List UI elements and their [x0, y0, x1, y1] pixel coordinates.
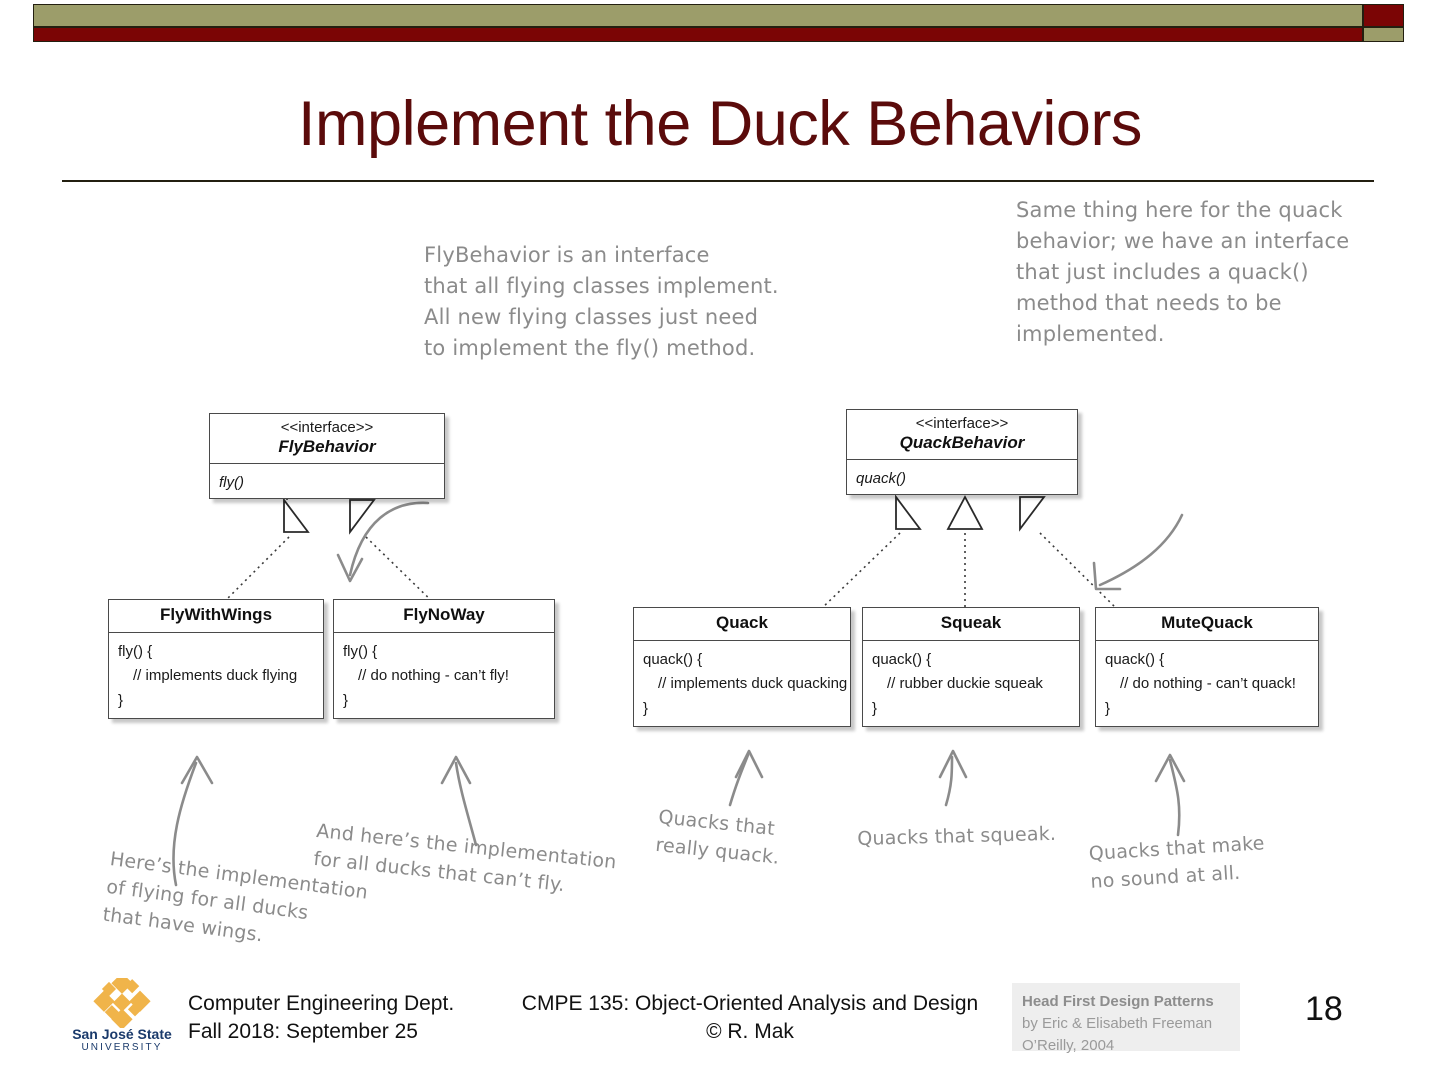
- uml-header-quack-behavior: <<interface>> QuackBehavior: [847, 410, 1077, 460]
- book-publisher: O’Reilly, 2004: [1022, 1037, 1115, 1055]
- uml-header-squeak: Squeak: [863, 608, 1079, 641]
- uml-members-fly-with-wings: fly() { // implements duck flying }: [109, 633, 323, 713]
- footer-copyright: © R. Mak: [706, 1020, 794, 1044]
- realization-fly-with-wings: [215, 497, 310, 611]
- uml-header-mute-quack: MuteQuack: [1096, 608, 1318, 641]
- code-line: fly() {: [343, 643, 378, 660]
- uml-members-squeak: quack() { // rubber duckie squeak }: [863, 641, 1079, 721]
- arrow-to-fly-no-way: [440, 755, 478, 847]
- code-line: }: [643, 699, 649, 717]
- annotation-fly-interface: FlyBehavior is an interface that all fly…: [424, 243, 779, 361]
- sjsu-logo-name: San José State: [72, 1026, 172, 1042]
- code-line: quack() {: [1105, 651, 1165, 668]
- class-diagram: <<interface>> FlyBehavior fly() <<interf…: [0, 185, 1440, 975]
- stereotype-label: <<interface>>: [280, 419, 374, 436]
- uml-class-fly-behavior[interactable]: <<interface>> FlyBehavior fly(): [209, 413, 445, 499]
- uml-class-squeak[interactable]: Squeak quack() { // rubber duckie squeak…: [862, 607, 1080, 727]
- member-method: fly(): [219, 474, 244, 491]
- annotation-squeak: Quacks that squeak.: [857, 822, 1057, 850]
- uml-class-quack-behavior[interactable]: <<interface>> QuackBehavior quack(): [846, 409, 1078, 495]
- header-maroon-square: [1363, 4, 1404, 27]
- stereotype-label: <<interface>>: [915, 415, 1009, 432]
- code-line: // do nothing - can’t fly!: [358, 667, 509, 685]
- code-line: // rubber duckie squeak: [887, 675, 1043, 693]
- header-maroon-bar: [33, 27, 1363, 42]
- uml-members-quack: quack() { // implements duck quacking }: [634, 641, 850, 721]
- header-olive-bar: [33, 4, 1363, 27]
- class-name-label: FlyNoWay: [403, 605, 485, 624]
- class-name-label: FlyWithWings: [159, 605, 273, 624]
- diagram-connectors: [172, 494, 1186, 887]
- uml-class-fly-with-wings[interactable]: FlyWithWings fly() { // implements duck …: [108, 599, 324, 719]
- code-line: }: [118, 691, 124, 709]
- uml-class-quack[interactable]: Quack quack() { // implements duck quack…: [633, 607, 851, 727]
- uml-header-fly-behavior: <<interface>> FlyBehavior: [210, 414, 444, 464]
- member-method: quack(): [856, 470, 907, 487]
- uml-members-quack-behavior: quack(): [847, 460, 1077, 491]
- footer-department-block: Computer Engineering Dept. Fall 2018: Se…: [188, 990, 454, 1047]
- class-name-label: Quack: [716, 613, 768, 632]
- slide-footer: Computer Engineering Dept. Fall 2018: Se…: [0, 968, 1440, 1080]
- slide-header-band: [0, 0, 1440, 48]
- annotation-mute-quack: Quacks that make no sound at all.: [1088, 832, 1266, 894]
- annotation-quack-interface: Same thing here for the quack behavior; …: [1016, 198, 1350, 347]
- book-authors: by Eric & Elisabeth Freeman: [1022, 1015, 1213, 1033]
- arrow-to-quack-interface: [1092, 513, 1184, 591]
- code-line: // implements duck flying: [133, 667, 298, 685]
- realization-fly-no-way: [349, 499, 442, 611]
- code-line: }: [343, 691, 349, 709]
- realization-squeak: [946, 495, 984, 610]
- book-reference: Head First Design Patterns by Eric & Eli…: [1012, 983, 1240, 1054]
- arrow-to-fly-interface: [336, 501, 430, 583]
- uml-class-mute-quack[interactable]: MuteQuack quack() { // do nothing - can’…: [1095, 607, 1319, 727]
- code-line: quack() {: [643, 651, 703, 668]
- uml-members-fly-no-way: fly() { // do nothing - can’t fly! }: [334, 633, 554, 713]
- uml-members-mute-quack: quack() { // do nothing - can’t quack! }: [1096, 641, 1318, 721]
- uml-header-quack: Quack: [634, 608, 850, 641]
- realization-quack: [819, 494, 922, 611]
- arrow-to-squeak-note: [938, 749, 968, 807]
- class-name-label: Squeak: [940, 613, 1002, 632]
- footer-department: Computer Engineering Dept.: [188, 992, 455, 1015]
- code-line: // do nothing - can’t quack!: [1120, 675, 1296, 693]
- arrow-to-quack-note: [728, 749, 764, 807]
- sjsu-logo-university: UNIVERSITY: [81, 1042, 163, 1053]
- footer-course: CMPE 135: Object-Oriented Analysis and D…: [521, 992, 979, 1015]
- uml-header-fly-with-wings: FlyWithWings: [109, 600, 323, 633]
- realization-mute-quack: [1019, 496, 1119, 611]
- title-divider: [62, 180, 1374, 182]
- uml-class-fly-no-way[interactable]: FlyNoWay fly() { // do nothing - can’t f…: [333, 599, 555, 719]
- class-name-label: FlyBehavior: [278, 436, 376, 456]
- footer-course-block: CMPE 135: Object-Oriented Analysis and D…: [500, 990, 1000, 1047]
- arrow-to-mute-quack-note: [1154, 753, 1186, 837]
- sjsu-diamond-mark: [93, 972, 151, 1030]
- uml-header-fly-no-way: FlyNoWay: [334, 600, 554, 633]
- code-line: quack() {: [872, 651, 932, 668]
- page-title: Implement the Duck Behaviors: [298, 89, 1142, 159]
- code-line: fly() {: [118, 643, 153, 660]
- class-name-label: QuackBehavior: [899, 432, 1025, 452]
- code-line: }: [872, 699, 878, 717]
- header-olive-square: [1363, 27, 1404, 42]
- footer-term: Fall 2018: September 25: [188, 1020, 418, 1044]
- arrow-to-fly-with-wings: [172, 755, 214, 887]
- code-line: // implements duck quacking: [658, 675, 848, 693]
- code-line: }: [1105, 699, 1111, 717]
- uml-members-fly-behavior: fly(): [210, 464, 444, 495]
- sjsu-logo: San José State UNIVERSITY: [72, 972, 172, 1060]
- class-name-label: MuteQuack: [1161, 613, 1253, 632]
- slide-number: 18: [1305, 990, 1343, 1028]
- book-title: Head First Design Patterns: [1022, 993, 1214, 1010]
